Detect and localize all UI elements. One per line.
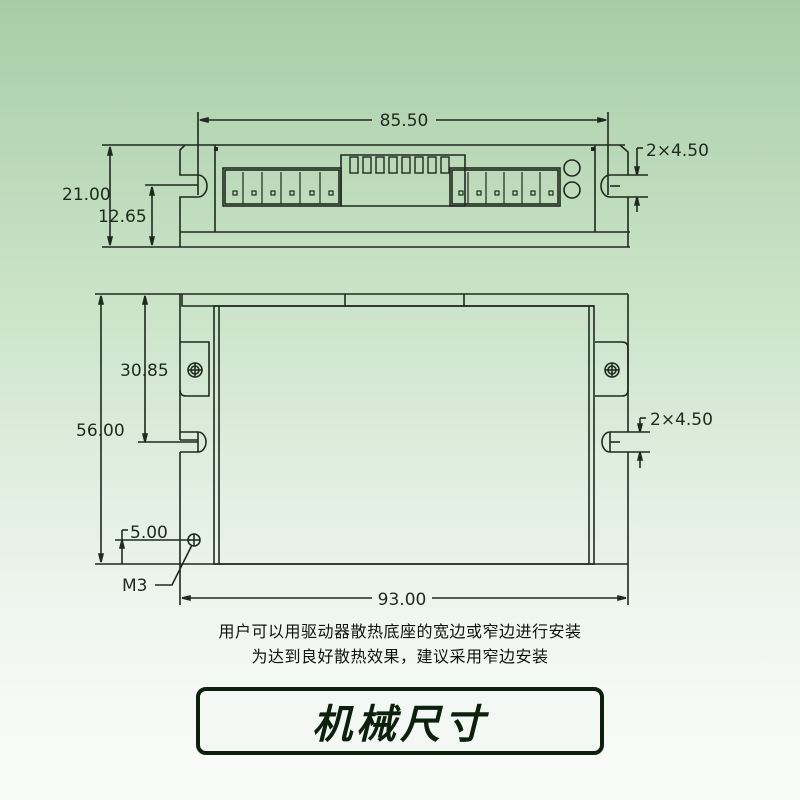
mechanical-drawing: 85.50 21.00 12.65 2×4.50 30.85 56.00 2×4… — [62, 111, 713, 610]
dim-front-slot: 2×4.50 — [650, 410, 713, 430]
page-title: 机械尺寸 — [312, 702, 488, 748]
title-box: 机械尺寸 — [196, 687, 604, 755]
dim-screw-offset: 5.00 — [130, 523, 168, 543]
install-note-1: 用户可以用驱动器散热底座的宽边或窄边进行安装 — [218, 622, 582, 641]
dim-top-width: 85.50 — [380, 111, 429, 131]
dip-switches — [349, 156, 450, 174]
terminal-pins — [232, 172, 554, 204]
dim-top-slot-height: 12.65 — [98, 207, 147, 227]
install-note-2: 为达到良好散热效果，建议采用窄边安装 — [251, 647, 549, 666]
dim-hole-height: 30.85 — [120, 361, 169, 381]
dim-top-height: 21.00 — [62, 185, 111, 205]
front-view — [95, 293, 650, 605]
dim-top-slot: 2×4.50 — [646, 141, 709, 161]
top-view — [102, 112, 648, 248]
screw-label: M3 — [122, 576, 147, 596]
dim-front-height: 56.00 — [76, 421, 125, 441]
dim-front-width: 93.00 — [378, 590, 427, 610]
